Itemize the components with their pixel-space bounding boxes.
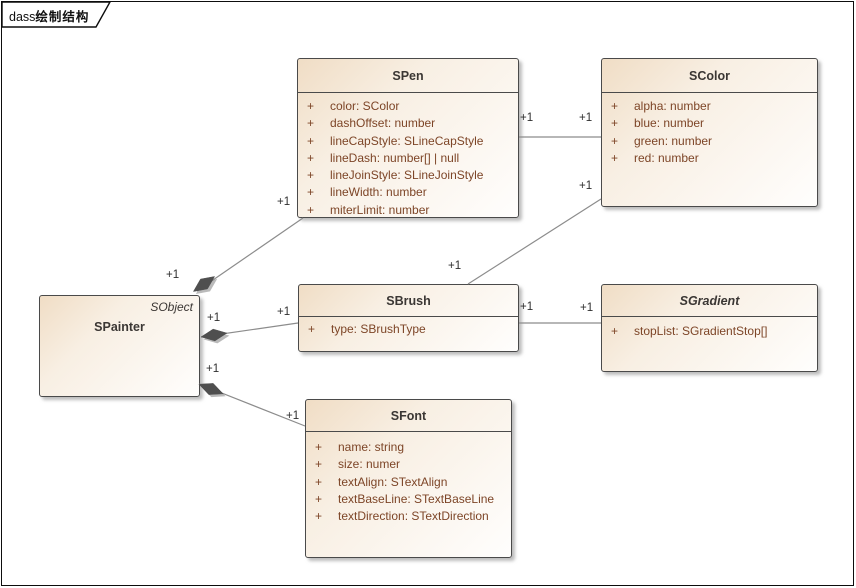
class-header: SPen [298, 59, 518, 93]
composition-diamond-icon [200, 328, 228, 342]
class-box-scolor[interactable]: SColor + alpha: number + blue: number + gre… [601, 58, 818, 207]
visibility-public: + [315, 474, 323, 489]
attribute-text: size: numer [338, 457, 401, 472]
visibility-public: + [307, 168, 315, 183]
multiplicity-label[interactable]: +1 [277, 196, 291, 208]
attribute-row[interactable]: + textBaseLine: STextBaseLine [315, 491, 511, 508]
class-title: SFont [390, 408, 427, 423]
multiplicity-label[interactable]: +1 [520, 301, 534, 313]
class-header: SBrush [299, 285, 518, 317]
multiplicity-label[interactable]: +1 [286, 410, 300, 422]
attribute-text: lineCapStyle: SLineCapStyle [330, 133, 484, 148]
class-box-spen[interactable]: SPen +color: SColor +dashOffset: number … [297, 58, 519, 218]
frame-tab[interactable]: dass绘制结构 [9, 6, 89, 25]
attribute-text: color: SColor [330, 99, 400, 113]
visibility-public: + [307, 202, 315, 217]
class-title: SBrush [386, 293, 431, 308]
multiplicity-label[interactable]: +1 [520, 112, 534, 124]
multiplicity-label[interactable]: +1 [207, 312, 221, 324]
attribute-row[interactable]: + alpha: number [611, 98, 817, 115]
attribute-text: name: string [338, 440, 405, 454]
attribute-row[interactable]: + red: number [611, 150, 817, 167]
connector-spainter-sbrush[interactable] [200, 322, 299, 344]
multiplicity-label[interactable]: +1 [277, 306, 291, 318]
attribute-text: miterLimit: number [330, 202, 430, 217]
attribute-row[interactable]: + blue: number [611, 115, 817, 132]
multiplicity-label[interactable]: +1 [206, 363, 220, 375]
class-title: SGradient [679, 293, 740, 308]
class-box-sgradient[interactable]: SGradient + stopList: SGradientStop[] [601, 284, 818, 372]
attribute-row[interactable]: + stopList: SGradientStop[] [611, 323, 817, 340]
visibility-public: + [611, 150, 619, 165]
composition-diamond-icon [198, 383, 224, 395]
visibility-public: + [307, 133, 315, 148]
attribute-row[interactable]: + miterLimit: number [307, 202, 518, 219]
attribute-text: green: number [634, 133, 713, 148]
frame-tab-title: 绘制结构 [35, 10, 90, 24]
visibility-public: + [307, 150, 315, 165]
attribute-text: dashOffset: number [330, 116, 436, 131]
attribute-row[interactable]: + textAlign: STextAlign [315, 474, 511, 491]
attribute-text: textAlign: STextAlign [338, 474, 448, 489]
attribute-row[interactable]: + lineWidth: number [307, 184, 518, 201]
attribute-row[interactable]: + green: number [611, 133, 817, 150]
frame-tab-prefix: dass [9, 10, 36, 24]
attribute-text: type: SBrushType [331, 322, 426, 336]
attribute-row[interactable]: + color: SColor [307, 98, 518, 115]
attribute-text: blue: number [634, 116, 705, 131]
multiplicity-label[interactable]: +1 [166, 269, 180, 281]
visibility-public: + [315, 491, 323, 506]
attribute-row[interactable]: + lineDash: number[] | null [307, 150, 518, 167]
visibility-public: + [611, 116, 619, 131]
connector-spainter-sfont[interactable] [198, 383, 306, 427]
multiplicity-label[interactable]: +1 [579, 180, 593, 192]
stereotype-label: SObject [150, 300, 193, 314]
visibility-public: + [308, 322, 316, 336]
connector-spainter-spen[interactable] [192, 217, 304, 294]
visibility-public: + [315, 509, 323, 524]
class-box-sfont[interactable]: SFont + name: string + size: numer + textAl… [305, 399, 512, 558]
class-header: SFont [306, 400, 511, 432]
connector-sbrush-scolor[interactable] [467, 198, 602, 285]
class-title: SPen [392, 68, 424, 83]
attribute-text: lineDash: number[] | null [330, 150, 460, 165]
attribute-row[interactable]: + lineJoinStyle: SLineJoinStyle [307, 167, 518, 184]
frame-tab-outline [1, 1, 112, 28]
visibility-public: + [611, 324, 619, 338]
visibility-public: + [611, 133, 619, 148]
attribute-row[interactable]: + lineCapStyle: SLineCapStyle [307, 133, 518, 150]
multiplicity-label[interactable]: +1 [580, 302, 594, 314]
attribute-row[interactable]: + dashOffset: number [307, 115, 518, 132]
class-header: SGradient [602, 285, 817, 317]
class-title: SPainter [94, 320, 145, 334]
class-box-sbrush[interactable]: SBrush + type: SBrushType [298, 284, 519, 352]
multiplicity-label[interactable]: +1 [448, 260, 462, 272]
attribute-row[interactable]: + name: string [315, 439, 511, 456]
attribute-text: lineWidth: number [330, 185, 427, 200]
visibility-public: + [315, 457, 323, 472]
visibility-public: + [611, 99, 619, 113]
multiplicity-label[interactable]: +1 [579, 112, 593, 124]
attribute-text: stopList: SGradientStop[] [634, 324, 768, 338]
visibility-public: + [307, 116, 315, 131]
attribute-row[interactable]: + type: SBrushType [308, 321, 518, 338]
visibility-public: + [307, 185, 315, 200]
visibility-public: + [307, 99, 315, 113]
attribute-row[interactable]: + size: numer [315, 456, 511, 473]
composition-diamond-icon [192, 276, 216, 292]
attribute-text: red: number [634, 150, 699, 165]
attribute-row[interactable]: + textDirection: STextDirection [315, 508, 511, 525]
attribute-text: lineJoinStyle: SLineJoinStyle [330, 168, 484, 183]
attribute-text: alpha: number [634, 99, 711, 113]
class-box-spainter[interactable]: SObject SPainter [39, 295, 200, 397]
attribute-text: textDirection: STextDirection [338, 509, 489, 524]
visibility-public: + [315, 440, 323, 454]
class-header: SColor [602, 59, 817, 93]
attribute-text: textBaseLine: STextBaseLine [338, 491, 495, 506]
class-title: SColor [689, 68, 730, 83]
